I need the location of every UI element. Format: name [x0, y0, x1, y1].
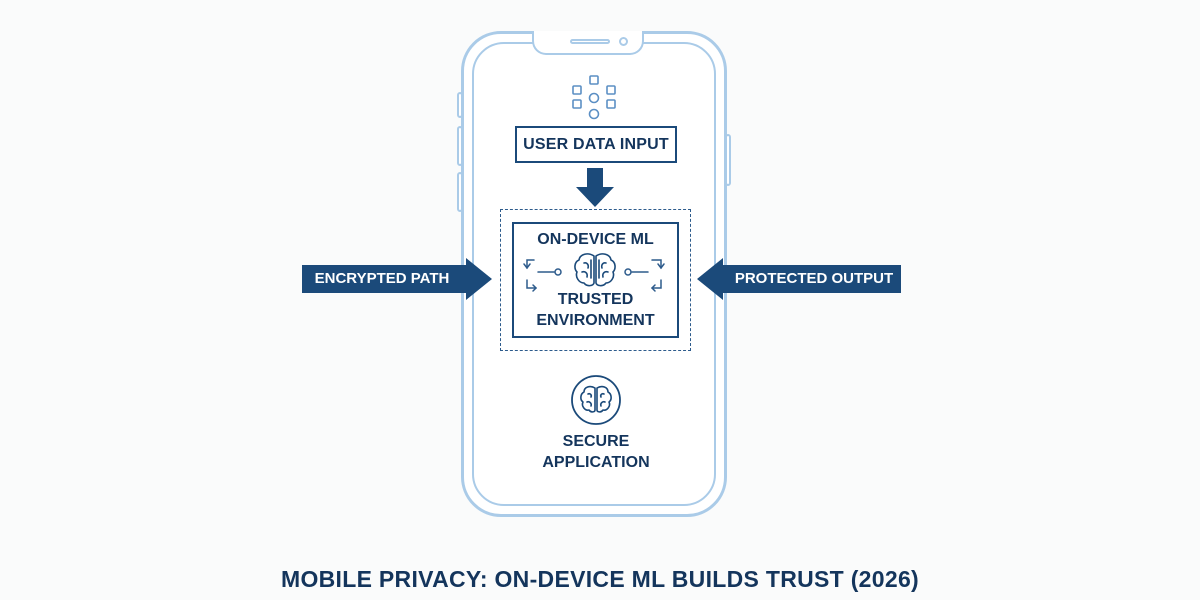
- trusted-zone-boundary: [500, 209, 691, 351]
- user-data-input-label: USER DATA INPUT: [523, 136, 669, 153]
- user-data-input-box: USER DATA INPUT: [515, 126, 677, 163]
- encrypted-path-label: ENCRYPTED PATH: [314, 270, 450, 287]
- ml-box-line1: TRUSTED: [557, 291, 634, 308]
- protected-output-label: PROTECTED OUTPUT: [734, 270, 894, 287]
- flow-arrow-left-icon: [523, 259, 562, 292]
- down-arrow-icon: [576, 168, 614, 207]
- ml-box-heading: ON-DEVICE ML: [537, 231, 654, 248]
- secure-app-line2: APPLICATION: [542, 454, 650, 471]
- phone-notch: [532, 31, 644, 55]
- diagram-title: MOBILE PRIVACY: ON-DEVICE ML BUILDS TRUS…: [280, 566, 919, 592]
- protected-output-arrow: [697, 258, 901, 300]
- ml-box-line2: ENVIRONMENT: [536, 312, 655, 329]
- brain-icon: [574, 253, 616, 287]
- speaker-icon: [570, 39, 610, 44]
- encrypted-path-arrow: [302, 258, 492, 300]
- data-grid-icon: [572, 75, 616, 120]
- brain-circle-icon: [571, 375, 621, 425]
- flow-arrow-right-icon: [624, 259, 665, 292]
- camera-icon: [619, 37, 628, 46]
- secure-app-line1: SECURE: [562, 433, 630, 450]
